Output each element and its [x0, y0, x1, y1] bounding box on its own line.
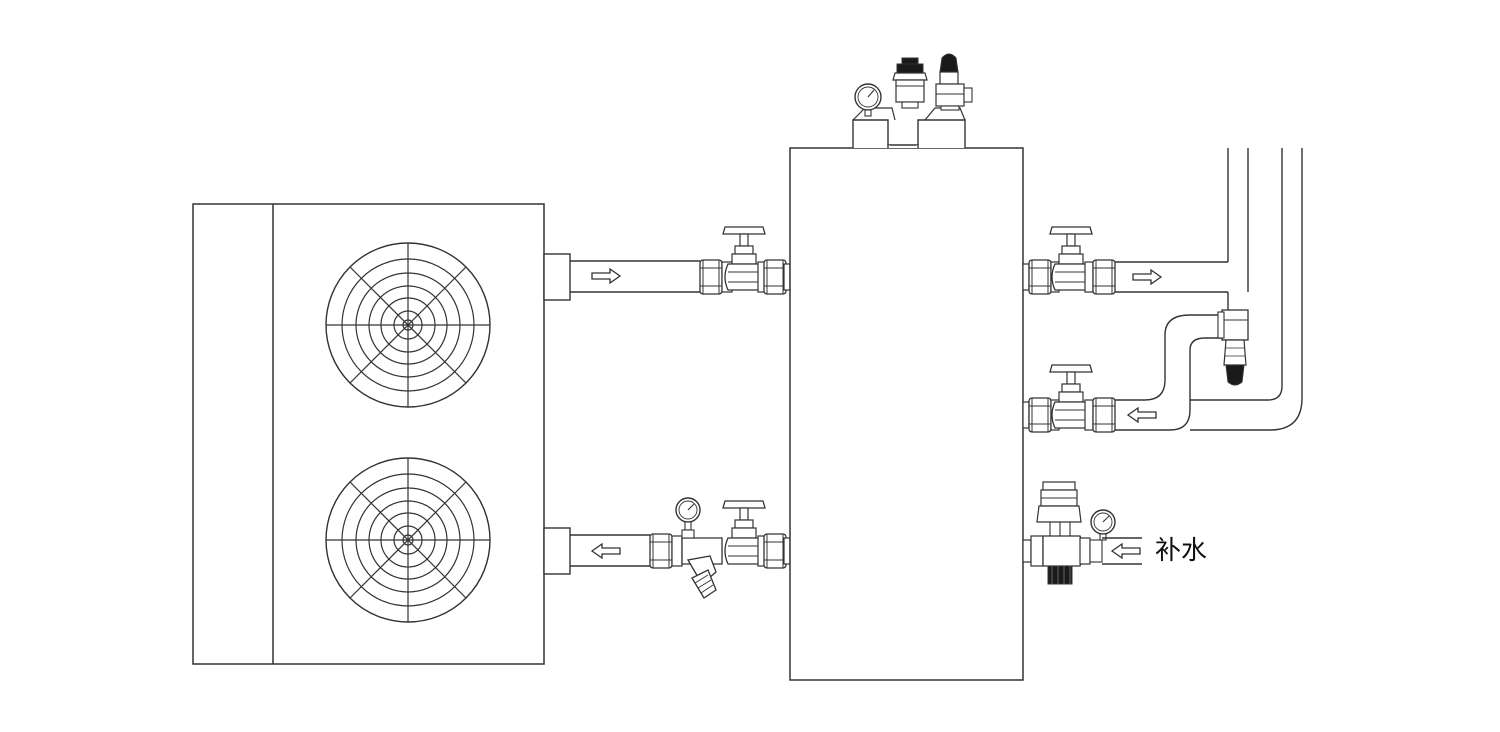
buffer-tank	[789, 147, 1024, 681]
flow-arrow-icon	[591, 268, 621, 284]
supply-pipe-right	[1115, 148, 1249, 310]
pressure-gauge-icon	[1089, 509, 1116, 563]
flow-arrow-icon	[1111, 543, 1141, 559]
outdoor-unit-inlet-stub	[543, 527, 571, 575]
safety-valve-icon	[935, 53, 973, 111]
gate-valve-icon	[1022, 364, 1116, 433]
y-strainer-icon	[649, 533, 723, 599]
gate-valve-icon	[722, 500, 791, 569]
pressure-reducing-valve-icon	[1022, 481, 1091, 585]
outdoor-unit	[192, 203, 545, 665]
makeup-water-pipe	[1102, 537, 1142, 565]
fan-grille-icon	[325, 457, 491, 623]
fan-grille-icon	[325, 242, 491, 408]
makeup-water-label: 补水	[1155, 536, 1207, 566]
pressure-gauge-icon	[675, 497, 701, 539]
pressure-gauge-icon	[854, 83, 882, 117]
gate-valve-icon	[1022, 226, 1116, 295]
return-pipe-left	[570, 534, 650, 567]
supply-pipe-left	[570, 260, 700, 293]
gate-valve-icon	[699, 226, 791, 295]
flow-arrow-icon	[1127, 407, 1157, 423]
bypass-valve-icon	[1217, 309, 1249, 386]
bypass-pipe	[1115, 314, 1222, 431]
flow-arrow-icon	[591, 543, 621, 559]
flow-arrow-icon	[1132, 269, 1162, 285]
outdoor-unit-outlet-stub	[543, 253, 571, 301]
air-vent-icon	[892, 57, 928, 109]
return-pipe-right	[1190, 148, 1303, 431]
